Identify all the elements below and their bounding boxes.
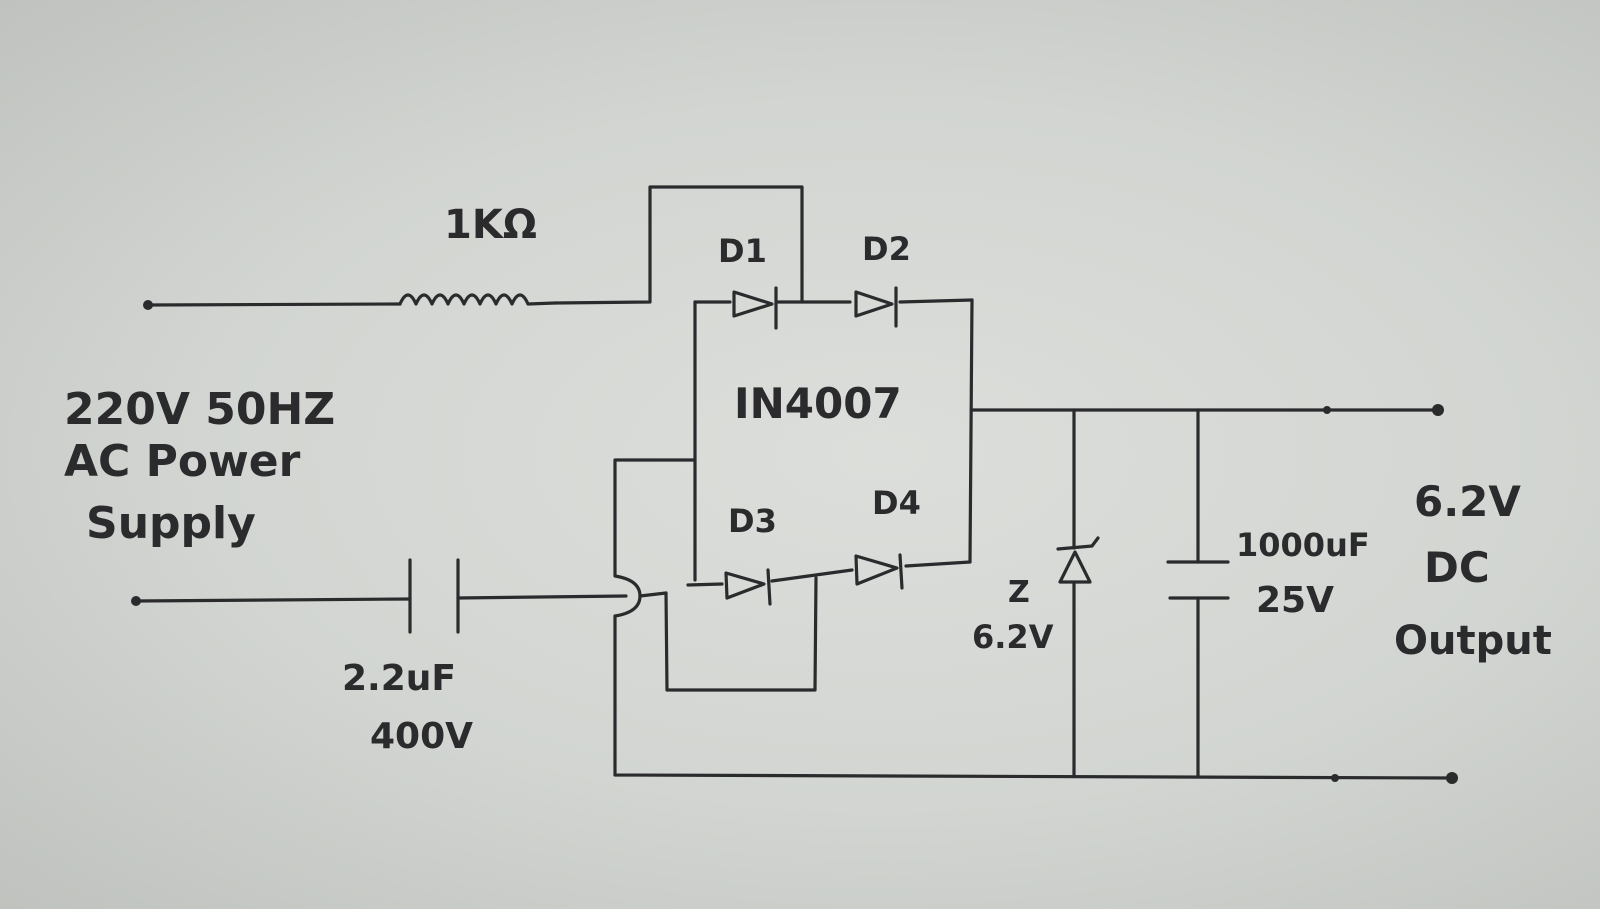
filter-cap-value-label: 1000uF [1236,526,1370,564]
output-label-line3: Output [1394,618,1552,664]
rail-junction [1323,406,1331,414]
diode-d4 [854,553,904,590]
bridge-part-label: IN4007 [734,379,902,428]
diode-d3-label: D3 [728,502,777,540]
diode-d1 [732,286,778,330]
supply-label-line2: AC Power [64,436,301,487]
supply-label-line3: Supply [86,498,256,549]
resistor-1k [398,293,557,306]
bridge-top-branch [693,298,974,582]
output-terminal-negative [1446,772,1458,784]
diode-d4-label: D4 [872,484,921,522]
input-cap-value-label: 2.2uF [342,658,456,699]
diode-d3 [724,568,772,606]
rail-junction [1331,774,1339,782]
zener-letter-label: Z [1008,575,1030,610]
filter-capacitor [1166,408,1230,778]
diode-d2 [854,286,898,328]
filter-cap-voltage-label: 25V [1256,580,1334,621]
resistor-label: 1KΩ [444,202,537,248]
top-input-wire [143,185,804,310]
supply-label-line1: 220V 50HZ [64,384,335,435]
output-terminal-positive [1432,404,1444,416]
output-label-line1: 6.2V [1414,477,1521,526]
output-negative-rail [1331,772,1458,784]
bottom-input-wire [131,458,1454,780]
zener-voltage-label: 6.2V [972,618,1054,656]
capacitor-2u2 [408,558,460,634]
zener-diode [1056,408,1100,777]
input-cap-voltage-label: 400V [370,716,473,757]
output-positive-rail [970,404,1444,416]
bridge-bottom-branch [664,560,972,692]
diode-d2-label: D2 [862,230,911,268]
output-label-line2: DC [1424,543,1490,592]
diode-d1-label: D1 [718,232,767,270]
